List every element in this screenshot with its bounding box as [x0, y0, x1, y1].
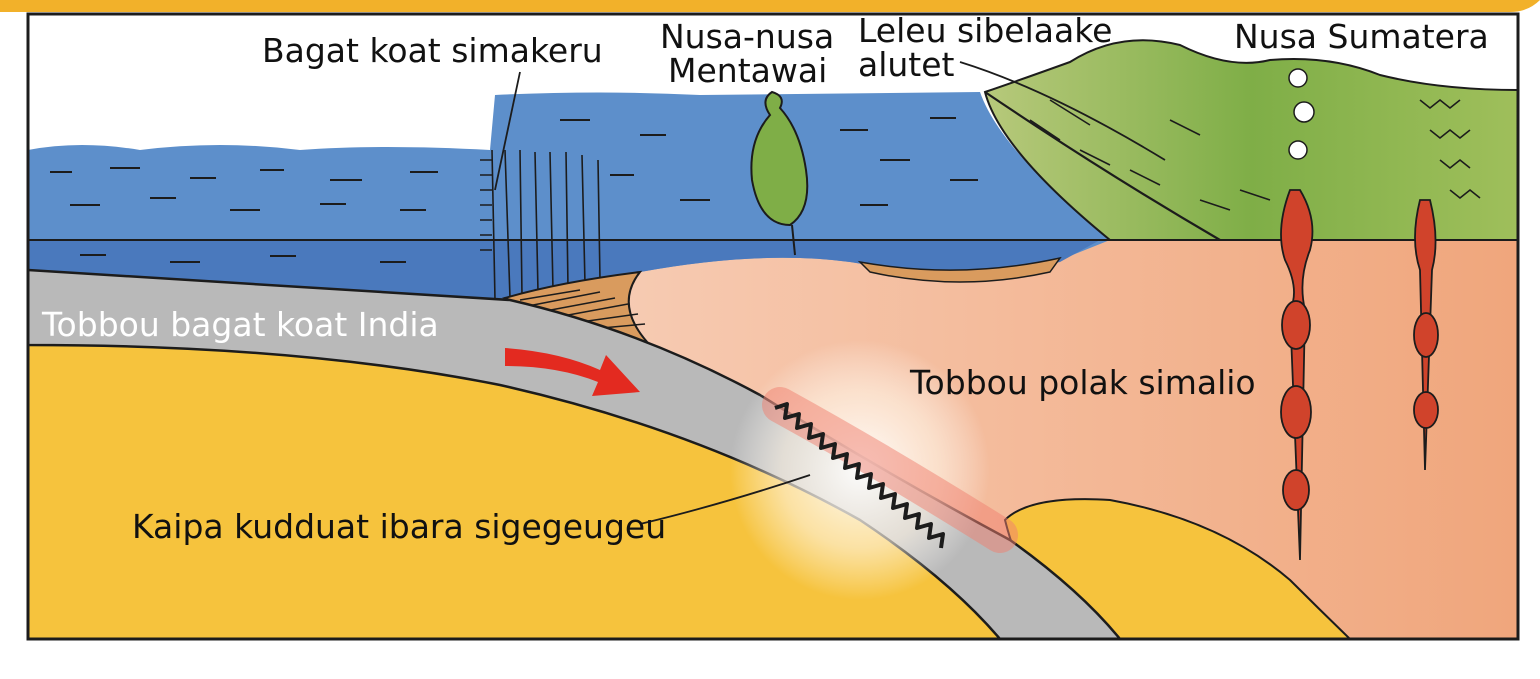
label-trench: Bagat koat simakeru [262, 31, 603, 70]
label-plate: Tobbou bagat koat India [41, 305, 439, 344]
label-mantle-wedge: Tobbou polak simalio [909, 363, 1256, 402]
label-sumatra: Nusa Sumatera [1234, 17, 1489, 56]
label-ocean: Koat simalio ka India [46, 97, 388, 136]
label-islands-line2: Mentawai [668, 51, 827, 90]
label-fault-line2: alutet [858, 45, 955, 84]
label-rupture: Kaipa kudduat ibara sigegeugeu [132, 507, 666, 546]
top-banner [0, 0, 1540, 12]
